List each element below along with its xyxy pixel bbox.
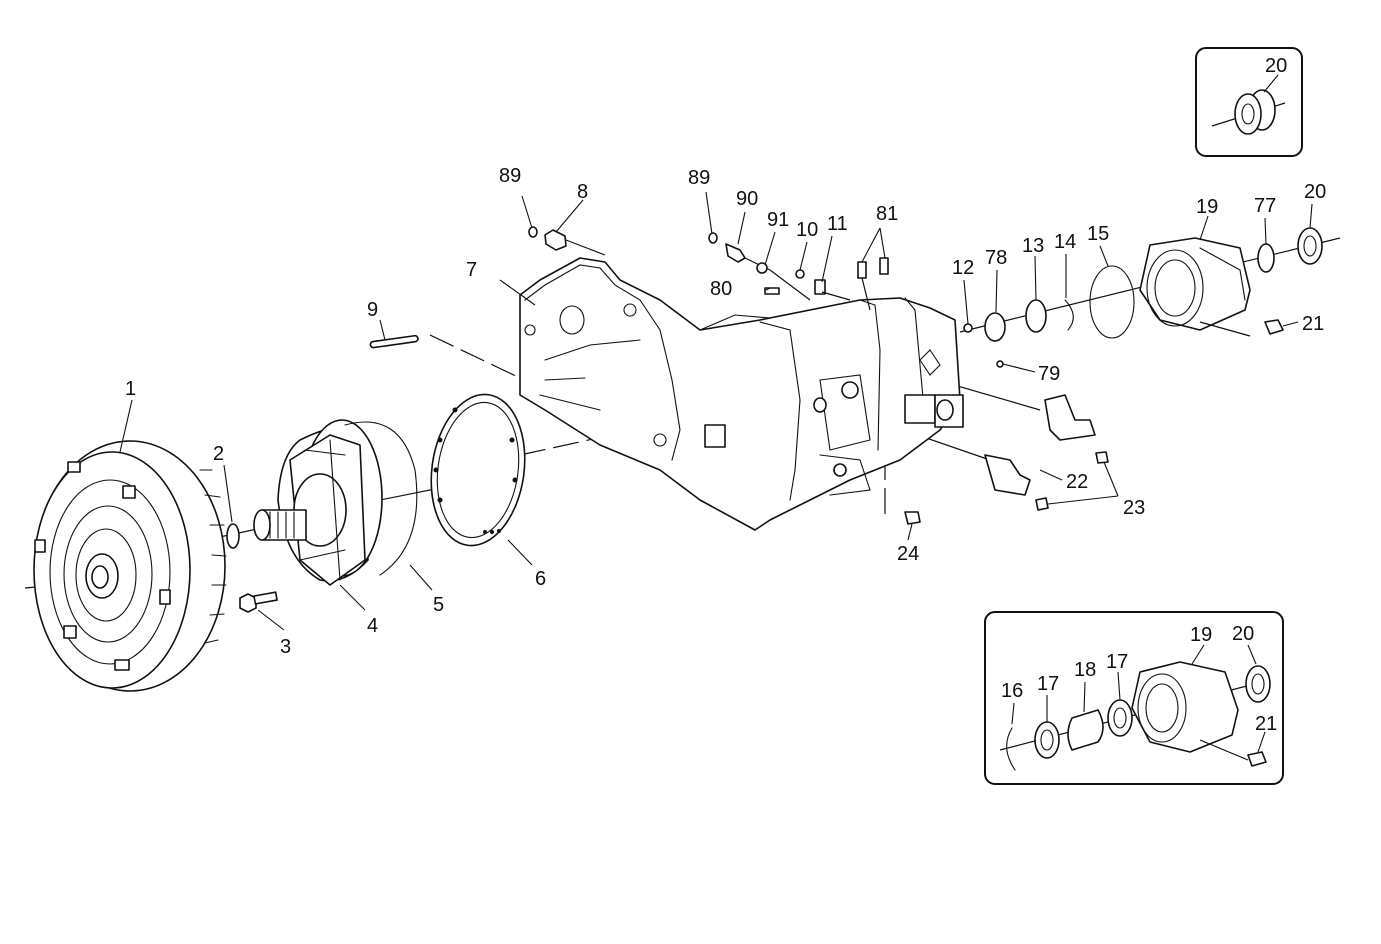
oil-pump — [253, 419, 383, 586]
connector-11 — [814, 279, 826, 295]
inset-bottom: 16 17 18 17 19 20 21 — [984, 611, 1284, 785]
inset-top: 20 — [1195, 47, 1303, 157]
seal-20 — [1297, 227, 1323, 265]
callout-14: 14 — [1054, 231, 1076, 253]
pin-79 — [996, 360, 1004, 368]
callout-1: 1 — [125, 378, 136, 400]
o-ring-5 — [344, 421, 418, 576]
clip-89a — [528, 226, 538, 238]
seal-2 — [226, 523, 240, 549]
callout-89a: 89 — [499, 165, 521, 187]
seal-20b — [1245, 665, 1271, 703]
bushing-77 — [1257, 243, 1275, 273]
transmission-case — [519, 257, 964, 531]
callout-91: 91 — [767, 209, 789, 231]
callout-81: 81 — [876, 203, 898, 225]
callout-20: 20 — [1304, 181, 1326, 203]
gasket-6 — [430, 393, 526, 547]
ring-14 — [1064, 299, 1074, 331]
washer-91 — [756, 262, 768, 274]
inset-callout-17a: 17 — [1037, 673, 1059, 695]
callout-21: 21 — [1302, 313, 1324, 335]
bolt-23a — [1095, 451, 1109, 464]
extension-housing-19 — [1139, 237, 1251, 331]
callout-24: 24 — [897, 543, 919, 565]
callout-7: 7 — [466, 259, 477, 281]
callout-6: 6 — [535, 568, 546, 590]
inset-callout-18: 18 — [1074, 659, 1096, 681]
bolt-3 — [239, 591, 278, 613]
callout-12: 12 — [952, 257, 974, 279]
bearing-17a — [1034, 721, 1060, 759]
sleeve-81b — [879, 257, 889, 275]
callout-90: 90 — [736, 188, 758, 210]
ring-13 — [1025, 299, 1047, 333]
callout-80: 80 — [710, 278, 732, 300]
callout-89b: 89 — [688, 167, 710, 189]
bolt-24 — [904, 511, 921, 525]
inset-callout-21: 21 — [1255, 713, 1277, 735]
callout-5: 5 — [433, 594, 444, 616]
callout-79: 79 — [1038, 363, 1060, 385]
callout-3: 3 — [280, 636, 291, 658]
bolt-21 — [1199, 319, 1284, 337]
inset-callout-16: 16 — [1001, 680, 1023, 702]
seal-78 — [984, 312, 1006, 342]
inset-callout-19: 19 — [1190, 624, 1212, 646]
callout-78: 78 — [985, 247, 1007, 269]
callout-19: 19 — [1196, 196, 1218, 218]
callout-23: 23 — [1123, 497, 1145, 519]
bolt-21b — [1247, 751, 1267, 767]
sensor-22 — [984, 394, 1096, 496]
bolt-23b — [1035, 497, 1049, 511]
inset-callout-20: 20 — [1232, 623, 1254, 645]
torque-converter — [33, 440, 227, 692]
callout-77: 77 — [1254, 195, 1276, 217]
callout-22: 22 — [1066, 471, 1088, 493]
fitting-8 — [544, 229, 606, 256]
pin-80 — [764, 287, 780, 295]
sleeve-81a — [857, 261, 867, 279]
seal-15 — [1089, 265, 1135, 339]
bearing-17b — [1107, 699, 1133, 737]
clip-89b — [708, 232, 718, 244]
callout-11: 11 — [827, 213, 848, 235]
callout-8: 8 — [577, 181, 588, 203]
snap-ring-16 — [1006, 727, 1016, 771]
plug-12 — [963, 323, 973, 333]
callout-15: 15 — [1087, 223, 1109, 245]
callout-4: 4 — [367, 615, 378, 637]
callout-10: 10 — [796, 219, 818, 241]
pin-9 — [369, 334, 419, 349]
callout-2: 2 — [213, 443, 224, 465]
plug-10 — [795, 269, 805, 279]
inset-top-callout-20: 20 — [1265, 55, 1287, 77]
callout-9: 9 — [367, 299, 378, 321]
inset-callout-17b: 17 — [1106, 651, 1128, 673]
callout-13: 13 — [1022, 235, 1044, 257]
dash-line-9 — [429, 334, 521, 379]
housing-19 — [1131, 661, 1239, 753]
bushing-18 — [1067, 709, 1104, 751]
leader-lines — [119, 191, 1313, 631]
